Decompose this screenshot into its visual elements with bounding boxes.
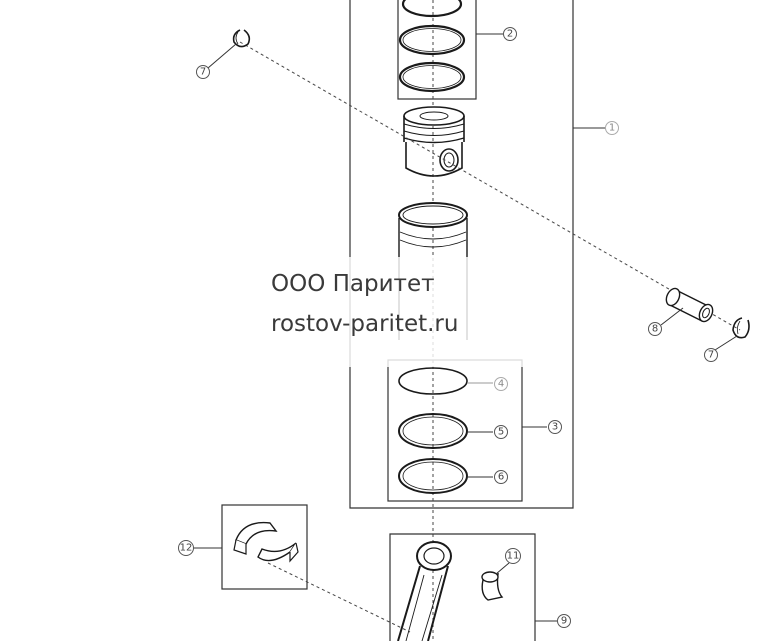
watermark-company: ООО Паритет bbox=[271, 271, 435, 297]
piston-ring-4 bbox=[398, 367, 468, 395]
piston-pin bbox=[665, 287, 714, 323]
callout-6: 6 bbox=[494, 470, 508, 484]
svg-text:8: 8 bbox=[652, 324, 658, 335]
callout-5: 5 bbox=[494, 425, 508, 439]
svg-text:7: 7 bbox=[200, 67, 206, 78]
piston-ring-middle bbox=[398, 24, 466, 56]
upper-ring-set-frame bbox=[397, 0, 477, 100]
callout-9: 9 bbox=[557, 614, 571, 628]
svg-text:2: 2 bbox=[507, 29, 513, 40]
svg-text:11: 11 bbox=[507, 551, 520, 562]
callout-3: 3 bbox=[548, 420, 562, 434]
svg-text:3: 3 bbox=[552, 422, 558, 433]
pin-axis bbox=[239, 41, 741, 331]
bearing-shell-frame bbox=[221, 504, 308, 590]
svg-text:4: 4 bbox=[498, 379, 504, 390]
leader-7-right bbox=[714, 335, 738, 351]
callout-12: 12 bbox=[178, 540, 194, 556]
small-end-bushing bbox=[481, 571, 504, 601]
piston-kit-frame bbox=[349, 0, 574, 509]
bearing-axis bbox=[267, 562, 411, 633]
callout-11: 11 bbox=[505, 548, 521, 564]
piston-ring-upper bbox=[401, 0, 463, 18]
svg-text:5: 5 bbox=[498, 427, 504, 438]
callout-7-top: 7 bbox=[196, 65, 210, 79]
bearing-shell-upper bbox=[233, 521, 278, 555]
svg-text:6: 6 bbox=[498, 472, 504, 483]
svg-text:12: 12 bbox=[180, 543, 193, 554]
callout-8: 8 bbox=[648, 322, 662, 336]
piston-ring-5 bbox=[398, 413, 468, 449]
svg-text:1: 1 bbox=[609, 123, 615, 134]
leader-7-top bbox=[207, 43, 237, 69]
leader-8 bbox=[660, 307, 684, 326]
callout-2: 2 bbox=[503, 27, 517, 41]
bearing-shell-lower bbox=[257, 542, 299, 563]
callout-7-right: 7 bbox=[704, 348, 718, 362]
svg-text:7: 7 bbox=[708, 350, 714, 361]
callout-1: 1 bbox=[605, 121, 619, 135]
callout-4: 4 bbox=[494, 377, 508, 391]
leader-11 bbox=[495, 562, 510, 575]
svg-text:9: 9 bbox=[561, 616, 567, 627]
snap-ring-top bbox=[232, 29, 251, 48]
piston-ring-6 bbox=[398, 458, 468, 494]
piston bbox=[403, 106, 465, 177]
snap-ring-right bbox=[732, 317, 750, 339]
connecting-rod-frame bbox=[389, 533, 536, 641]
watermark-url: rostov-paritet.ru bbox=[271, 311, 459, 337]
connecting-rod bbox=[397, 541, 452, 641]
piston-ring-lower bbox=[398, 61, 466, 93]
watermark-backdrop bbox=[246, 257, 536, 367]
